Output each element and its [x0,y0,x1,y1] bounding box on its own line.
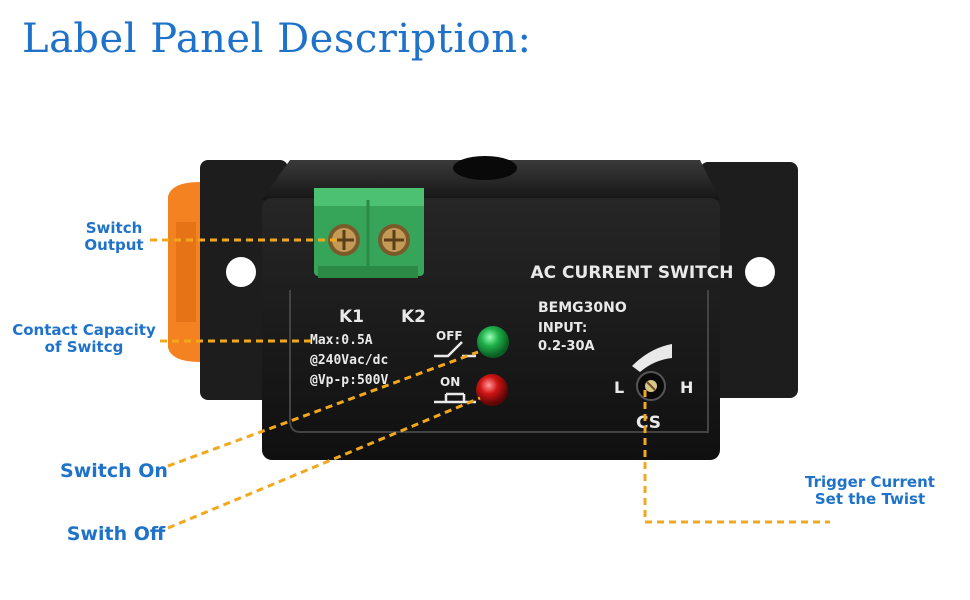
leader-trigger-current [643,390,830,524]
label-title: AC CURRENT SWITCH [531,263,734,283]
closed-contact-symbol [434,392,476,404]
callout-switch-off: Swith Off [66,523,166,545]
mounting-ear-right [700,162,798,398]
page-title: Label Panel Description: [22,16,532,62]
callout-switch-output-line1: Switch [85,219,143,237]
callout-switch-on: Switch On [60,460,168,482]
leader-lines [150,238,830,530]
label-dial-low: L [614,378,624,397]
label-vpp: @Vp-p:500V [310,373,388,388]
label-model: BEMG30NO [538,300,627,316]
callout-contact-capacity: Contact Capacity of Switcg [4,321,164,357]
label-max-rating: Max:0.5A [310,333,373,348]
callout-trigger-current-line2: Set the Twist [814,490,926,509]
label-k1: K1 [339,307,364,327]
label-input: INPUT: [538,321,587,336]
label-panel-border [289,290,709,433]
label-voltage: @240Vac/dc [310,353,388,368]
leader-switch-off [167,396,481,530]
sensor-hole [453,156,517,180]
label-input-range: 0.2-30A [538,339,595,354]
callout-trigger-current: Trigger Current Set the Twist [790,473,950,509]
terminal-block [314,188,424,278]
label-dial-high: H [680,378,693,397]
callout-switch-output-line2: Output [84,236,144,255]
led-green [477,326,509,358]
orange-bracket [168,182,210,362]
led-red [476,374,508,406]
callout-contact-capacity-line1: Contact Capacity [12,321,156,339]
callout-trigger-current-line1: Trigger Current [805,473,935,491]
label-k2: K2 [401,307,426,327]
label-dial-name: CS [636,413,661,433]
label-on: ON [440,375,460,389]
callout-switch-output: Switch Output [74,219,154,255]
label-off: OFF [436,329,463,343]
callout-contact-capacity-line2: of Switcg [44,338,124,357]
